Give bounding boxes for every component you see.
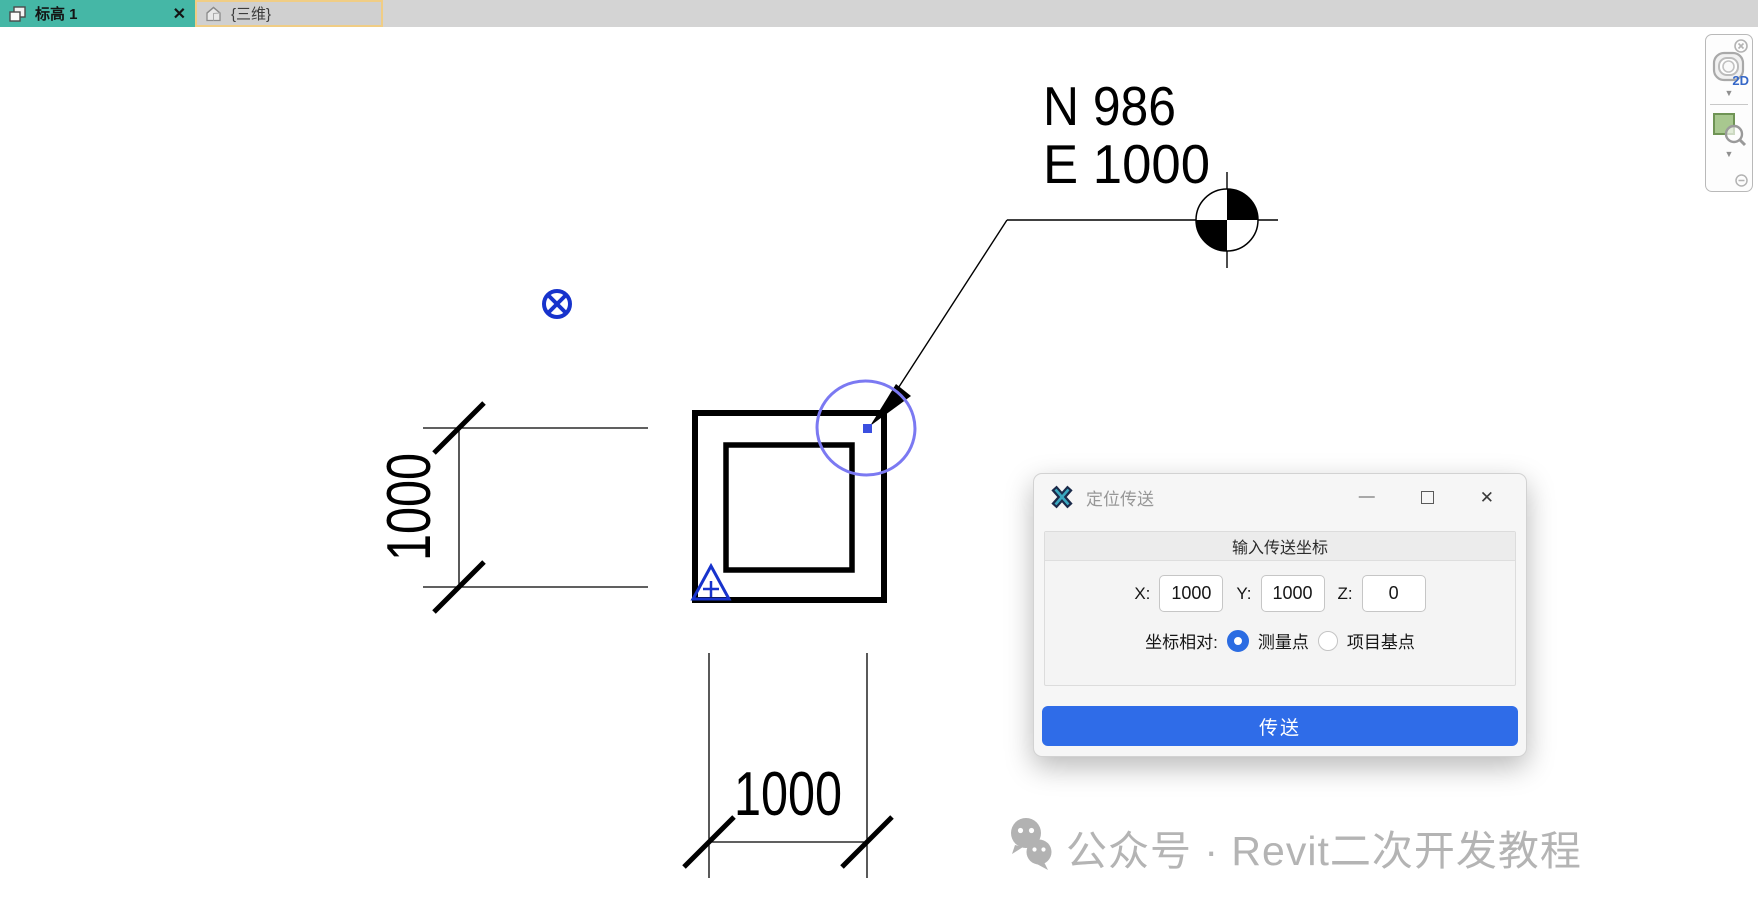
positioning-transfer-dialog: 定位传送 — ✕ 输入传送坐标 X: Y: Z: 坐标相对: 测量点 项目基点 … bbox=[1033, 473, 1527, 757]
z-input[interactable] bbox=[1361, 575, 1426, 612]
navbar-close-icon[interactable] bbox=[1734, 39, 1748, 53]
coordinate-relative-row: 坐标相对: 测量点 项目基点 bbox=[1045, 628, 1515, 653]
leader-arrowhead bbox=[870, 384, 911, 426]
x-input[interactable] bbox=[1159, 575, 1224, 612]
dialog-title: 定位传送 bbox=[1086, 489, 1154, 509]
survey-coordinate-text-e: E 1000 bbox=[1043, 133, 1210, 195]
model-square-element[interactable] bbox=[692, 410, 887, 603]
maximize-icon[interactable] bbox=[1420, 490, 1434, 504]
y-input[interactable] bbox=[1260, 575, 1325, 612]
radio-project-base-point[interactable] bbox=[1317, 630, 1338, 651]
navbar-options-icon[interactable] bbox=[1735, 174, 1748, 187]
z-label: Z: bbox=[1337, 583, 1353, 603]
selection-sketch-circle bbox=[815, 379, 917, 477]
view-tab-bar: 标高 1 ✕ {三维} bbox=[0, 0, 1758, 27]
coordinate-fields-row: X: Y: Z: bbox=[1045, 575, 1515, 612]
zoom-dropdown-arrow-icon[interactable]: ▼ bbox=[1724, 149, 1734, 159]
survey-point-symbol[interactable] bbox=[1195, 172, 1259, 268]
dimension-value: 1000 bbox=[734, 760, 842, 829]
transfer-button[interactable]: 传送 bbox=[1042, 706, 1518, 746]
close-icon[interactable]: ✕ bbox=[1479, 487, 1494, 507]
tab-label: {三维} bbox=[231, 6, 272, 23]
navigation-bar: 2D ▼ ▼ bbox=[1705, 34, 1753, 192]
zoom-region-icon[interactable] bbox=[1711, 111, 1747, 147]
dimension-horizontal[interactable]: 1000 bbox=[682, 653, 894, 878]
dimension-vertical[interactable]: 1000 bbox=[375, 401, 648, 614]
pin-circle-x-icon[interactable] bbox=[542, 289, 572, 319]
floor-plan-icon bbox=[9, 5, 26, 22]
steering-wheel-2d-icon[interactable]: 2D bbox=[1710, 50, 1749, 88]
close-view-icon[interactable]: ✕ bbox=[172, 5, 186, 23]
wechat-icon bbox=[1006, 816, 1054, 877]
groupbox-title: 输入传送坐标 bbox=[1045, 532, 1515, 561]
survey-coordinate-text-n: N 986 bbox=[1043, 75, 1176, 137]
watermark-text: 公众号 · Revit二次开发教程 bbox=[1066, 827, 1582, 874]
y-label: Y: bbox=[1236, 583, 1252, 603]
coordinate-groupbox: 输入传送坐标 X: Y: Z: 坐标相对: 测量点 项目基点 bbox=[1044, 531, 1516, 686]
leader-line bbox=[870, 219, 1278, 426]
dimension-value: 1000 bbox=[375, 453, 444, 561]
tab-label: 标高 1 bbox=[35, 6, 78, 23]
picked-point-marker bbox=[863, 424, 872, 433]
project-base-point-icon[interactable] bbox=[690, 562, 732, 601]
navbar-divider bbox=[1710, 104, 1748, 105]
house-3d-icon bbox=[205, 6, 222, 22]
wheel-2d-label: 2D bbox=[1732, 73, 1749, 88]
tab-3d-view[interactable]: {三维} bbox=[195, 0, 383, 27]
radio-project-base-point-label[interactable]: 项目基点 bbox=[1346, 633, 1415, 652]
minimize-icon[interactable]: — bbox=[1358, 488, 1375, 505]
radio-survey-point[interactable] bbox=[1226, 629, 1249, 652]
radio-group-label: 坐标相对: bbox=[1145, 633, 1218, 652]
watermark: 公众号 · Revit二次开发教程 bbox=[1006, 816, 1582, 877]
wheel-dropdown-arrow-icon[interactable]: ▼ bbox=[1724, 88, 1734, 98]
radio-survey-point-label[interactable]: 测量点 bbox=[1257, 633, 1309, 652]
tab-level-1[interactable]: 标高 1 ✕ bbox=[0, 0, 195, 27]
app-x-logo-icon bbox=[1050, 485, 1074, 509]
dialog-titlebar[interactable]: 定位传送 — ✕ bbox=[1034, 474, 1526, 520]
x-label: X: bbox=[1134, 583, 1151, 603]
